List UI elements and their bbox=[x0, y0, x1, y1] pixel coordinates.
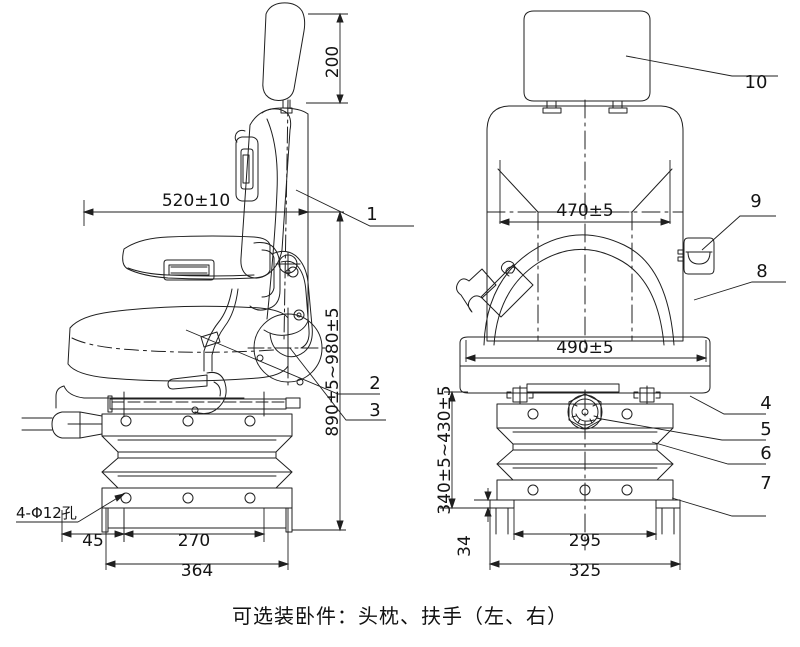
dim-text-overall-height: 890±5~980±5 bbox=[323, 307, 343, 436]
callout-text-7: 7 bbox=[760, 473, 771, 494]
side-slide-rail bbox=[107, 391, 301, 417]
dim-text-suspension-height: 340±5~430±5 bbox=[435, 385, 455, 514]
side-hinge-plate bbox=[269, 250, 313, 358]
front-backrest bbox=[486, 99, 684, 353]
note-text-hole: 4-Φ12孔 bbox=[16, 504, 77, 522]
side-seatbelt bbox=[200, 288, 239, 372]
dim-text-backrest-width: 470±5 bbox=[556, 201, 614, 221]
leader-8 bbox=[693, 281, 786, 301]
dim-backrest-width bbox=[498, 160, 672, 226]
leader-6 bbox=[651, 441, 766, 465]
callout-text-2: 2 bbox=[369, 373, 380, 394]
side-swivel-hub bbox=[247, 307, 329, 389]
side-height-lever bbox=[167, 372, 227, 415]
dim-headrest-height bbox=[306, 12, 348, 105]
callout-text-3: 3 bbox=[369, 400, 380, 421]
callout-text-6: 6 bbox=[760, 443, 771, 464]
front-headrest bbox=[523, 10, 651, 114]
leader-2 bbox=[185, 329, 380, 395]
dim-mount-width bbox=[488, 508, 682, 570]
dim-bracket-height bbox=[474, 488, 506, 522]
leader-9 bbox=[701, 215, 776, 251]
dim-text-mount-width: 325 bbox=[569, 561, 601, 581]
dim-text-front-offset: 45 bbox=[82, 531, 104, 551]
dim-mount-spacing bbox=[512, 508, 658, 540]
front-view-geometry bbox=[456, 10, 715, 551]
dim-text-cushion-width: 490±5 bbox=[556, 338, 614, 358]
callout-leaders bbox=[185, 55, 786, 517]
dim-text-mount-spacing: 295 bbox=[569, 531, 601, 551]
dim-text-headrest-height: 200 bbox=[323, 46, 343, 78]
leader-7 bbox=[671, 497, 766, 517]
leader-10 bbox=[625, 55, 778, 77]
leader-5 bbox=[595, 417, 766, 441]
side-base-plate bbox=[101, 487, 293, 533]
dim-text-bracket-height: 34 bbox=[455, 535, 475, 557]
dim-cushion-width bbox=[464, 340, 708, 362]
callout-text-10: 10 bbox=[745, 72, 768, 93]
leader-1 bbox=[295, 189, 414, 227]
leader-4 bbox=[689, 395, 766, 415]
drawing-caption: 可选装卧件：头枕、扶手（左、右） bbox=[232, 604, 568, 628]
leader-3 bbox=[289, 347, 386, 421]
dim-hole-spacing bbox=[122, 508, 266, 542]
dim-text-base-width: 364 bbox=[181, 561, 213, 581]
dim-text-seat-depth: 520±10 bbox=[162, 191, 230, 211]
side-armrest bbox=[122, 235, 281, 311]
dimension-lines bbox=[16, 12, 708, 570]
callout-text-5: 5 bbox=[760, 419, 771, 440]
dim-seat-depth bbox=[82, 120, 310, 226]
callout-text-4: 4 bbox=[760, 393, 771, 414]
callout-text-1: 1 bbox=[366, 204, 377, 225]
dim-text-hole-spacing: 270 bbox=[178, 531, 210, 551]
dim-overall-height bbox=[292, 210, 346, 532]
side-view-geometry bbox=[21, 2, 329, 533]
front-seatbelt bbox=[456, 234, 675, 346]
hole-note-leader bbox=[16, 493, 126, 523]
dim-suspension-height bbox=[440, 390, 474, 510]
callout-text-8: 8 bbox=[756, 261, 767, 282]
callout-text-9: 9 bbox=[750, 191, 761, 212]
dim-base-width bbox=[104, 508, 290, 570]
